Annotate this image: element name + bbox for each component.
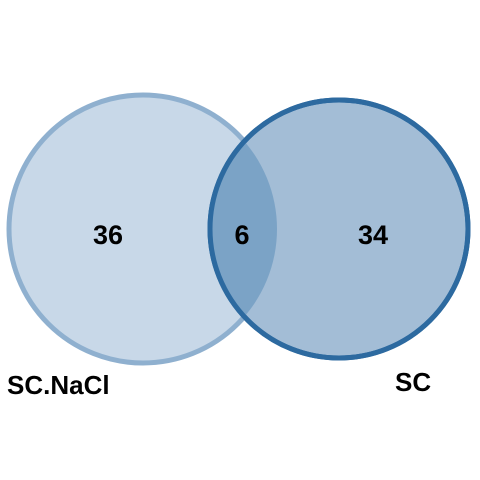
sc-label: SC	[395, 367, 431, 397]
sc-circle-outline	[207, 97, 471, 361]
overlap-count: 6	[234, 220, 249, 250]
sc-nacl-label: SC.NaCl	[7, 370, 110, 400]
sc-only-count: 34	[358, 220, 388, 250]
sc-nacl-only-count: 36	[93, 220, 123, 250]
